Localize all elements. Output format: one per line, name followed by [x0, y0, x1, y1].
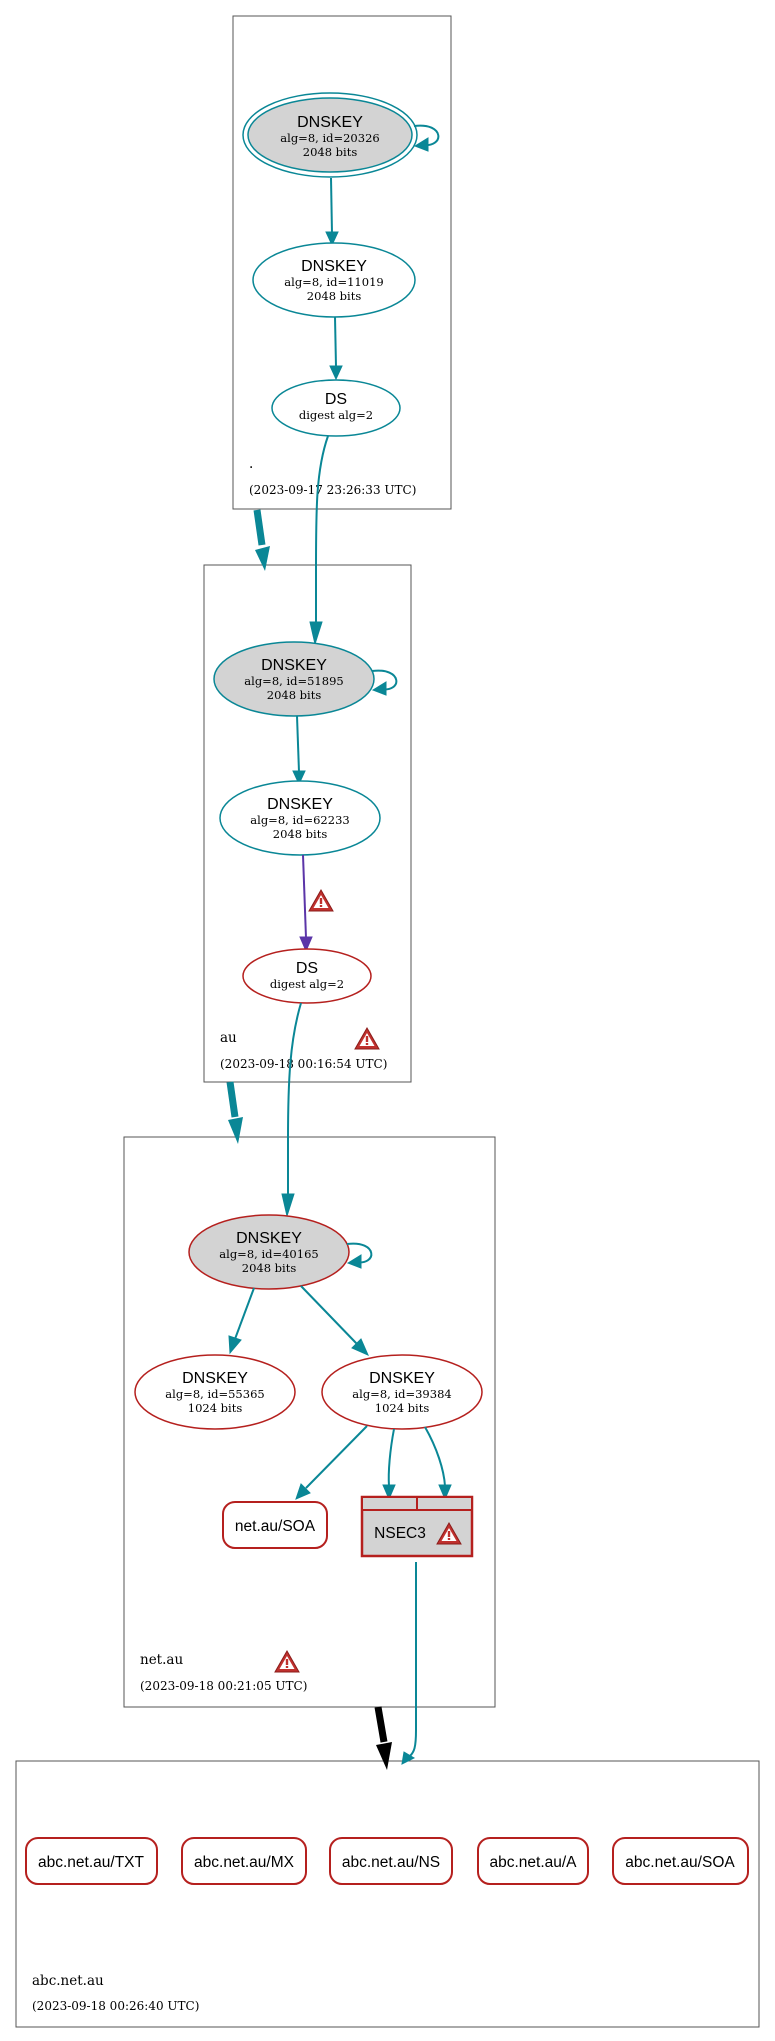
arrowhead — [325, 231, 339, 247]
node-title: DNSKEY — [297, 114, 363, 131]
zone-name-netau: net.au — [140, 1652, 183, 1668]
delegation-arrowhead — [228, 1117, 243, 1144]
node-bits: 1024 bits — [375, 1401, 430, 1415]
node-alg-id: alg=8, id=51895 — [244, 674, 343, 688]
node-alg-id: alg=8, id=55365 — [165, 1387, 264, 1401]
node-title: DNSKEY — [236, 1230, 302, 1247]
dnskey-netau-zsk-39384: DNSKEY alg=8, id=39384 1024 bits — [321, 1354, 483, 1430]
delegation-edge-netau-abc — [374, 1706, 388, 1743]
arrowhead — [351, 1338, 369, 1356]
dnskey-netau-ksk: DNSKEY alg=8, id=40165 2048 bits — [188, 1214, 350, 1290]
warning-icon — [308, 889, 334, 912]
node-bits: 2048 bits — [267, 688, 322, 702]
rrset-label: abc.net.au/TXT — [38, 1854, 145, 1871]
dnskey-au-ksk: DNSKEY alg=8, id=51895 2048 bits — [213, 641, 375, 717]
ds-au: DS digest alg=2 — [242, 948, 372, 1004]
arrowhead — [281, 1193, 295, 1218]
delegation-arrowhead — [255, 546, 270, 571]
zone-name-root: . — [249, 456, 253, 472]
node-alg-id: alg=8, id=62233 — [250, 813, 349, 827]
arrowhead — [382, 1484, 396, 1501]
node-bits: 2048 bits — [242, 1261, 297, 1275]
rrset-label: abc.net.au/MX — [194, 1854, 295, 1871]
rrset-abc-txt: abc.net.au/TXT — [25, 1837, 158, 1885]
node-alg-id: alg=8, id=40165 — [219, 1247, 318, 1261]
arrowhead — [371, 681, 387, 696]
node-bits: 2048 bits — [303, 145, 358, 159]
dnskey-netau-zsk-55365: DNSKEY alg=8, id=55365 1024 bits — [134, 1354, 296, 1430]
edge-root-ds-au-ksk — [315, 435, 329, 625]
edge-netau-zsk-soa — [305, 1425, 368, 1489]
zone-timestamp-netau: (2023-09-18 00:21:05 UTC) — [140, 1679, 307, 1693]
node-title: DS — [325, 391, 347, 408]
node-title: DNSKEY — [261, 657, 327, 674]
rrset-label: net.au/SOA — [235, 1518, 316, 1535]
zone-timestamp-au: (2023-09-18 00:16:54 UTC) — [220, 1057, 387, 1071]
node-alg-id: alg=8, id=20326 — [280, 131, 379, 145]
arrowhead — [292, 770, 306, 786]
node-title: DNSKEY — [369, 1370, 435, 1387]
arrowhead — [438, 1484, 452, 1501]
rrset-label: abc.net.au/A — [489, 1854, 577, 1871]
arrowhead — [309, 621, 323, 646]
rrset-netau-soa: net.au/SOA — [222, 1501, 328, 1549]
zone-au — [203, 564, 412, 1083]
delegation-arrowhead — [376, 1742, 392, 1770]
edge-au-ksk-zsk — [296, 715, 300, 773]
delegation-edge-au-netau — [226, 1081, 239, 1118]
arrowhead — [228, 1335, 242, 1355]
node-title: DNSKEY — [301, 258, 367, 275]
rrset-abc-soa: abc.net.au/SOA — [612, 1837, 749, 1885]
edge-netau-ksk-zsk1 — [234, 1287, 255, 1340]
rrset-label: abc.net.au/SOA — [625, 1854, 735, 1871]
dnskey-au-zsk: DNSKEY alg=8, id=62233 2048 bits — [219, 780, 381, 856]
zone-abc-net-au — [15, 1760, 760, 2028]
warning-icon — [354, 1027, 380, 1050]
edge-root-ksk-zsk — [330, 177, 333, 235]
node-alg-id: alg=8, id=11019 — [284, 275, 383, 289]
edge-root-zsk-ds — [334, 316, 337, 368]
zone-root — [232, 15, 452, 510]
ds-root: DS digest alg=2 — [271, 379, 401, 437]
node-digest: digest alg=2 — [270, 977, 344, 991]
node-title: DNSKEY — [182, 1370, 248, 1387]
rrset-label: abc.net.au/NS — [342, 1854, 440, 1871]
rrset-abc-ns: abc.net.au/NS — [329, 1837, 453, 1885]
node-bits: 2048 bits — [273, 827, 328, 841]
rrset-abc-a: abc.net.au/A — [477, 1837, 589, 1885]
arrowhead — [346, 1254, 362, 1269]
zone-timestamp-root: (2023-09-17 23:26:33 UTC) — [249, 483, 416, 497]
node-title: DNSKEY — [267, 796, 333, 813]
edge-netau-zsk-nsec3 — [424, 1426, 446, 1487]
node-bits: 1024 bits — [188, 1401, 243, 1415]
edge-netau-zsk-nsec3 — [387, 1428, 395, 1487]
nsec3-netau: NSEC3 — [360, 1495, 474, 1558]
arrowhead — [401, 1751, 416, 1765]
rrset-abc-mx: abc.net.au/MX — [181, 1837, 307, 1885]
node-bits: 2048 bits — [307, 289, 362, 303]
nsec3-label: NSEC3 — [374, 1525, 426, 1542]
edge-au-zsk-ds — [302, 854, 307, 939]
zone-timestamp-abc: (2023-09-18 00:26:40 UTC) — [32, 1999, 199, 2013]
edge-au-ds-netau-ksk — [287, 1002, 302, 1196]
arrowhead — [295, 1483, 311, 1500]
node-title: DS — [296, 960, 318, 977]
edge-netau-ksk-zsk2 — [300, 1285, 358, 1345]
delegation-edge-root-au — [253, 509, 266, 546]
zone-net-au — [123, 1136, 496, 1708]
edge-nsec3-abc — [409, 1562, 417, 1757]
node-alg-id: alg=8, id=39384 — [352, 1387, 451, 1401]
arrowhead — [329, 365, 343, 381]
zone-name-abc: abc.net.au — [32, 1973, 104, 1989]
arrowhead — [413, 137, 429, 152]
arrowhead — [299, 936, 313, 953]
node-digest: digest alg=2 — [299, 408, 373, 422]
warning-icon — [274, 1650, 300, 1673]
dnskey-root-ksk: DNSKEY alg=8, id=20326 2048 bits — [242, 92, 418, 178]
zone-name-au: au — [220, 1030, 237, 1046]
dnskey-root-zsk: DNSKEY alg=8, id=11019 2048 bits — [252, 242, 416, 318]
